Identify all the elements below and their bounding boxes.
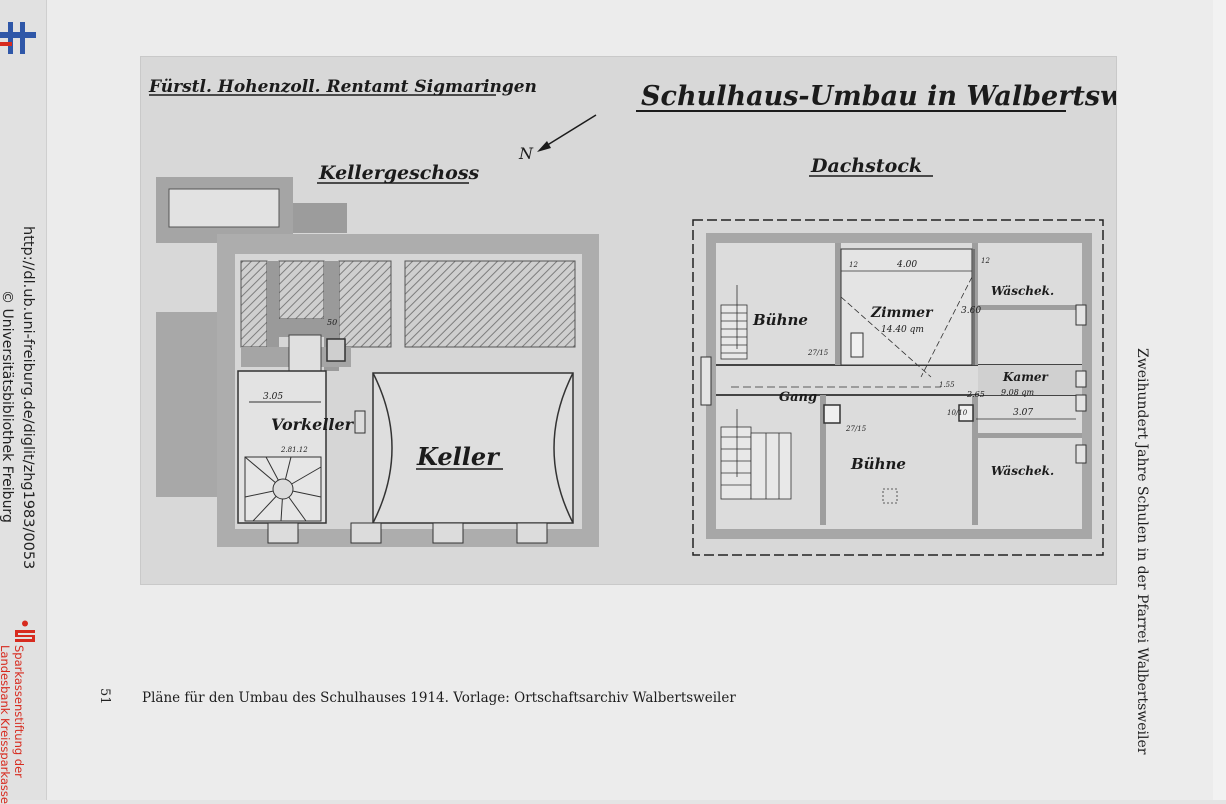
waschk-bottom-label: Wäschek. — [991, 464, 1054, 478]
university-logo-icon — [0, 22, 36, 54]
plan-title: Schulhaus-Umbau in Walbertsweiler — [641, 81, 1116, 112]
basement-plan: 50 3.05 Vorkeller 2.81.12 Keller — [156, 177, 599, 547]
waschk-top-label: Wäschek. — [991, 284, 1054, 298]
keller-label: Keller — [416, 442, 501, 471]
zimmer-dim-400: 4.00 — [896, 260, 917, 270]
copyright-notice: © Universitätsbibliothek Freiburg — [0, 290, 15, 523]
sponsor-line-1: Sparkassenstiftung der — [12, 645, 26, 778]
office-label: Fürstl. Hohenzoll. Rentamt Sigmaringen — [148, 77, 537, 97]
dim-307: 3.07 — [1013, 408, 1033, 418]
zimmer-area: 14.40 qm — [881, 325, 924, 335]
gang-label: Gang — [779, 390, 817, 405]
zimmer-dim-12b: 12 — [981, 257, 990, 265]
running-title: Zweihundert Jahre Schulen in der Pfarrei… — [1134, 348, 1150, 755]
dim-155: 1.55 — [939, 381, 955, 389]
dim-1010: 10/10 — [947, 409, 968, 417]
figure-caption: Pläne für den Umbau des Schulhauses 1914… — [142, 690, 736, 706]
basement-dim-small: 2.81.12 — [280, 446, 308, 454]
north-label: N — [518, 144, 534, 163]
floor-plan-image: Fürstl. Hohenzoll. Rentamt Sigmaringen S… — [140, 56, 1117, 585]
sparkasse-logo-icon — [15, 620, 35, 642]
sponsor-line-2: Landesbank Kreissparkasse — [0, 645, 12, 804]
buehne-bottom-label: Bühne — [850, 455, 906, 473]
dim-2715a: 27/15 — [807, 349, 829, 357]
basement-dim-305: 3.05 — [263, 392, 283, 402]
vorkeller-label: Vorkeller — [271, 415, 355, 434]
north-arrow-icon — [540, 114, 597, 150]
dim-2715b: 27/15 — [845, 425, 867, 433]
page-number: 51 — [97, 688, 112, 705]
dim-265: 2.65 — [966, 390, 985, 399]
attic-plan: 4.00 12 12 3.60 Zimmer 14.40 qm Bühne 27… — [692, 219, 1104, 556]
attic-heading: Dachstock — [810, 155, 922, 177]
zimmer-label: Zimmer — [870, 305, 934, 321]
zimmer-dim-360: 3.60 — [961, 306, 981, 316]
kammer-label: Kamer — [1002, 370, 1050, 384]
kammer-area: 9.08 qm — [1001, 388, 1034, 397]
buehne-top-label: Bühne — [752, 311, 808, 329]
basement-dim-50: 50 — [327, 318, 337, 327]
stair-bottom — [720, 409, 792, 500]
basement-heading: Kellergeschoss — [318, 162, 480, 184]
page-edge — [1213, 0, 1226, 800]
stair-top — [720, 285, 748, 360]
document-url[interactable]: http://dl.ub.uni-freiburg.de/diglit/zhg1… — [20, 226, 36, 570]
floor-plan-drawing: Fürstl. Hohenzoll. Rentamt Sigmaringen S… — [148, 77, 1116, 556]
spiral-staircase — [244, 456, 322, 522]
viewer-sidebar: http://dl.ub.uni-freiburg.de/diglit/zhg1… — [0, 0, 47, 804]
zimmer-dim-12a: 12 — [849, 261, 858, 269]
